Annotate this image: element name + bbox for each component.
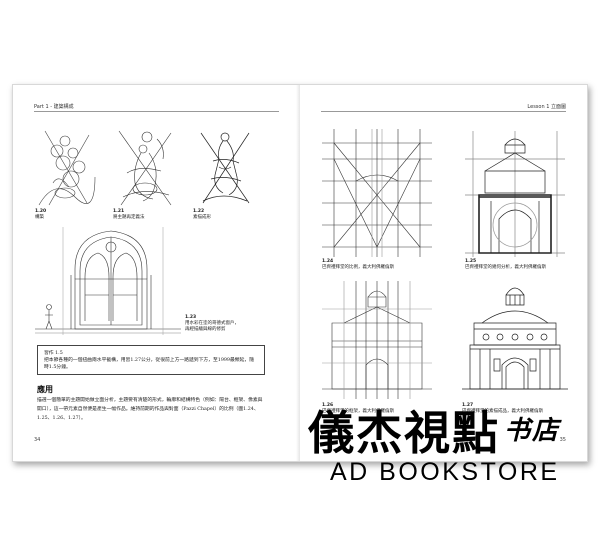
figure-1-27-finished-sketch: [462, 281, 568, 399]
right-running-head: Lesson 1 立面圖: [527, 104, 566, 110]
figure-1-21-sketch: [113, 127, 175, 207]
section-heading: 應用: [37, 385, 53, 394]
figure-1-20-caption: 1.20 構築: [35, 209, 47, 220]
book-spread: Part 1 - 建築構成 1.20 構築: [12, 84, 588, 462]
figure-1-24-caption: 1.24 巴齊禮拜堂的比例，義大利佛羅倫斯: [322, 259, 394, 270]
figure-1-25-geometric-analysis: [465, 131, 565, 257]
figure-1-22-caption: 1.22 素描成形: [193, 209, 211, 220]
figure-1-22-sketch: [193, 127, 255, 207]
figure-1-23-gothic-window: [33, 225, 183, 337]
figure-1-20-sketch: [35, 127, 97, 207]
body-text: 描選一個簡單的主題開始做立面分析，主題要有清楚的形式，輪廓和結構特色（例如：陽台…: [37, 398, 263, 421]
figure-1-25-caption: 1.25 巴齊禮拜堂的幾何分析，義大利佛羅倫斯: [465, 259, 546, 270]
watermark-chinese-main: 儀杰視點: [308, 406, 500, 460]
figure-1-23-caption: 1.23 用水彩在塗的哥德式窗戶， 再經描繪與線的修剪: [185, 315, 239, 332]
exercise-title: 習作 1.5: [44, 351, 63, 356]
watermark-chinese-small: 书店: [504, 416, 561, 446]
figure-1-21-caption: 1.21 將主題再定義法: [113, 209, 145, 220]
exercise-text: 把本節各種的一個扭曲兩水平截構，用習1.27公分，從很前上方一路遞到下方，至19…: [44, 358, 254, 370]
left-page: Part 1 - 建築構成 1.20 構築: [13, 85, 300, 461]
figure-1-27-caption: 1.27 巴齊禮拜堂的素描成品，義大利佛羅倫斯: [462, 403, 543, 414]
figure-1-26-framework: [322, 281, 432, 399]
figure-1-24-proportion-grid: [322, 129, 432, 257]
right-page: Lesson 1 立面圖 1.24 巴齊禮拜堂的比例，義大利佛羅倫斯: [300, 85, 587, 461]
figure-1-26-caption: 1.26 巴齊禮拜堂的框架，義大利佛羅倫斯: [322, 403, 394, 414]
left-page-number: 34: [34, 437, 41, 443]
exercise-box: 習作 1.5 把本節各種的一個扭曲兩水平截構，用習1.27公分，從很前上方一路遞…: [37, 345, 265, 375]
right-page-number: 35: [559, 437, 566, 443]
watermark-english: AD BOOKSTORE: [330, 458, 560, 486]
left-head-rule: [34, 111, 279, 112]
left-running-head: Part 1 - 建築構成: [34, 104, 74, 110]
watermark-chinese: 儀杰視點书店: [308, 408, 560, 456]
right-head-rule: [321, 111, 566, 112]
